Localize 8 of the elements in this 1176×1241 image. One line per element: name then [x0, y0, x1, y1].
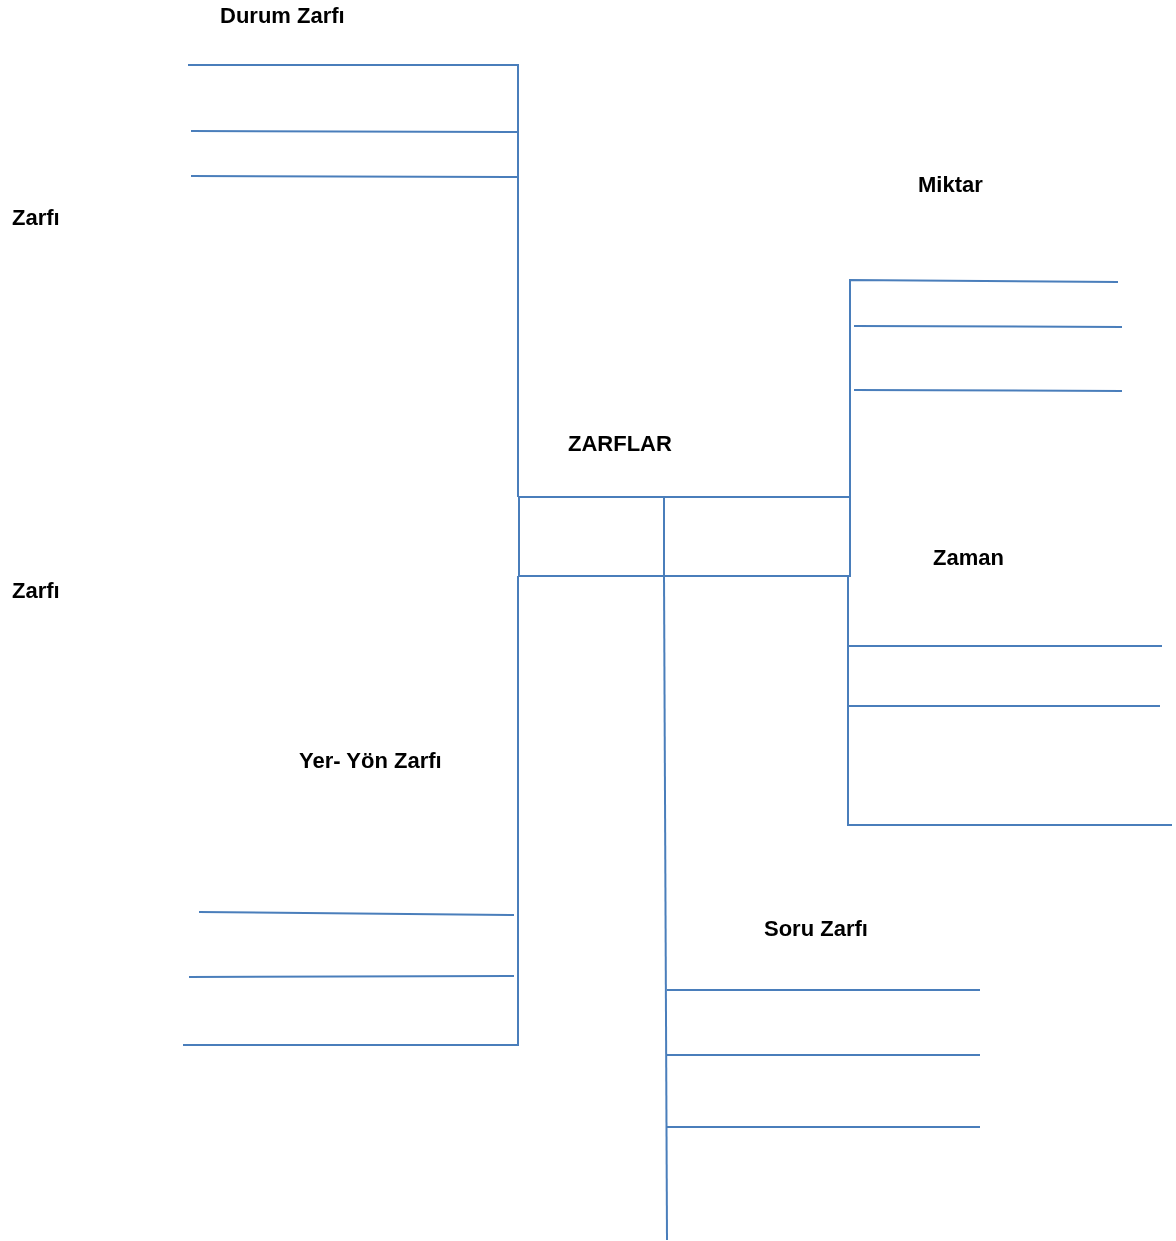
category-heading: ZARFLAR: [568, 431, 672, 457]
category-label: Miktar: [918, 172, 983, 198]
category-label: Soru Zarfı: [764, 916, 868, 942]
category-label: Zarfı: [12, 205, 60, 231]
category-label: Zarfı: [12, 578, 60, 604]
category-label: Durum Zarfı: [220, 3, 345, 29]
category-label: Yer- Yön Zarfı: [299, 748, 442, 774]
category-label: Zaman: [933, 545, 1004, 571]
